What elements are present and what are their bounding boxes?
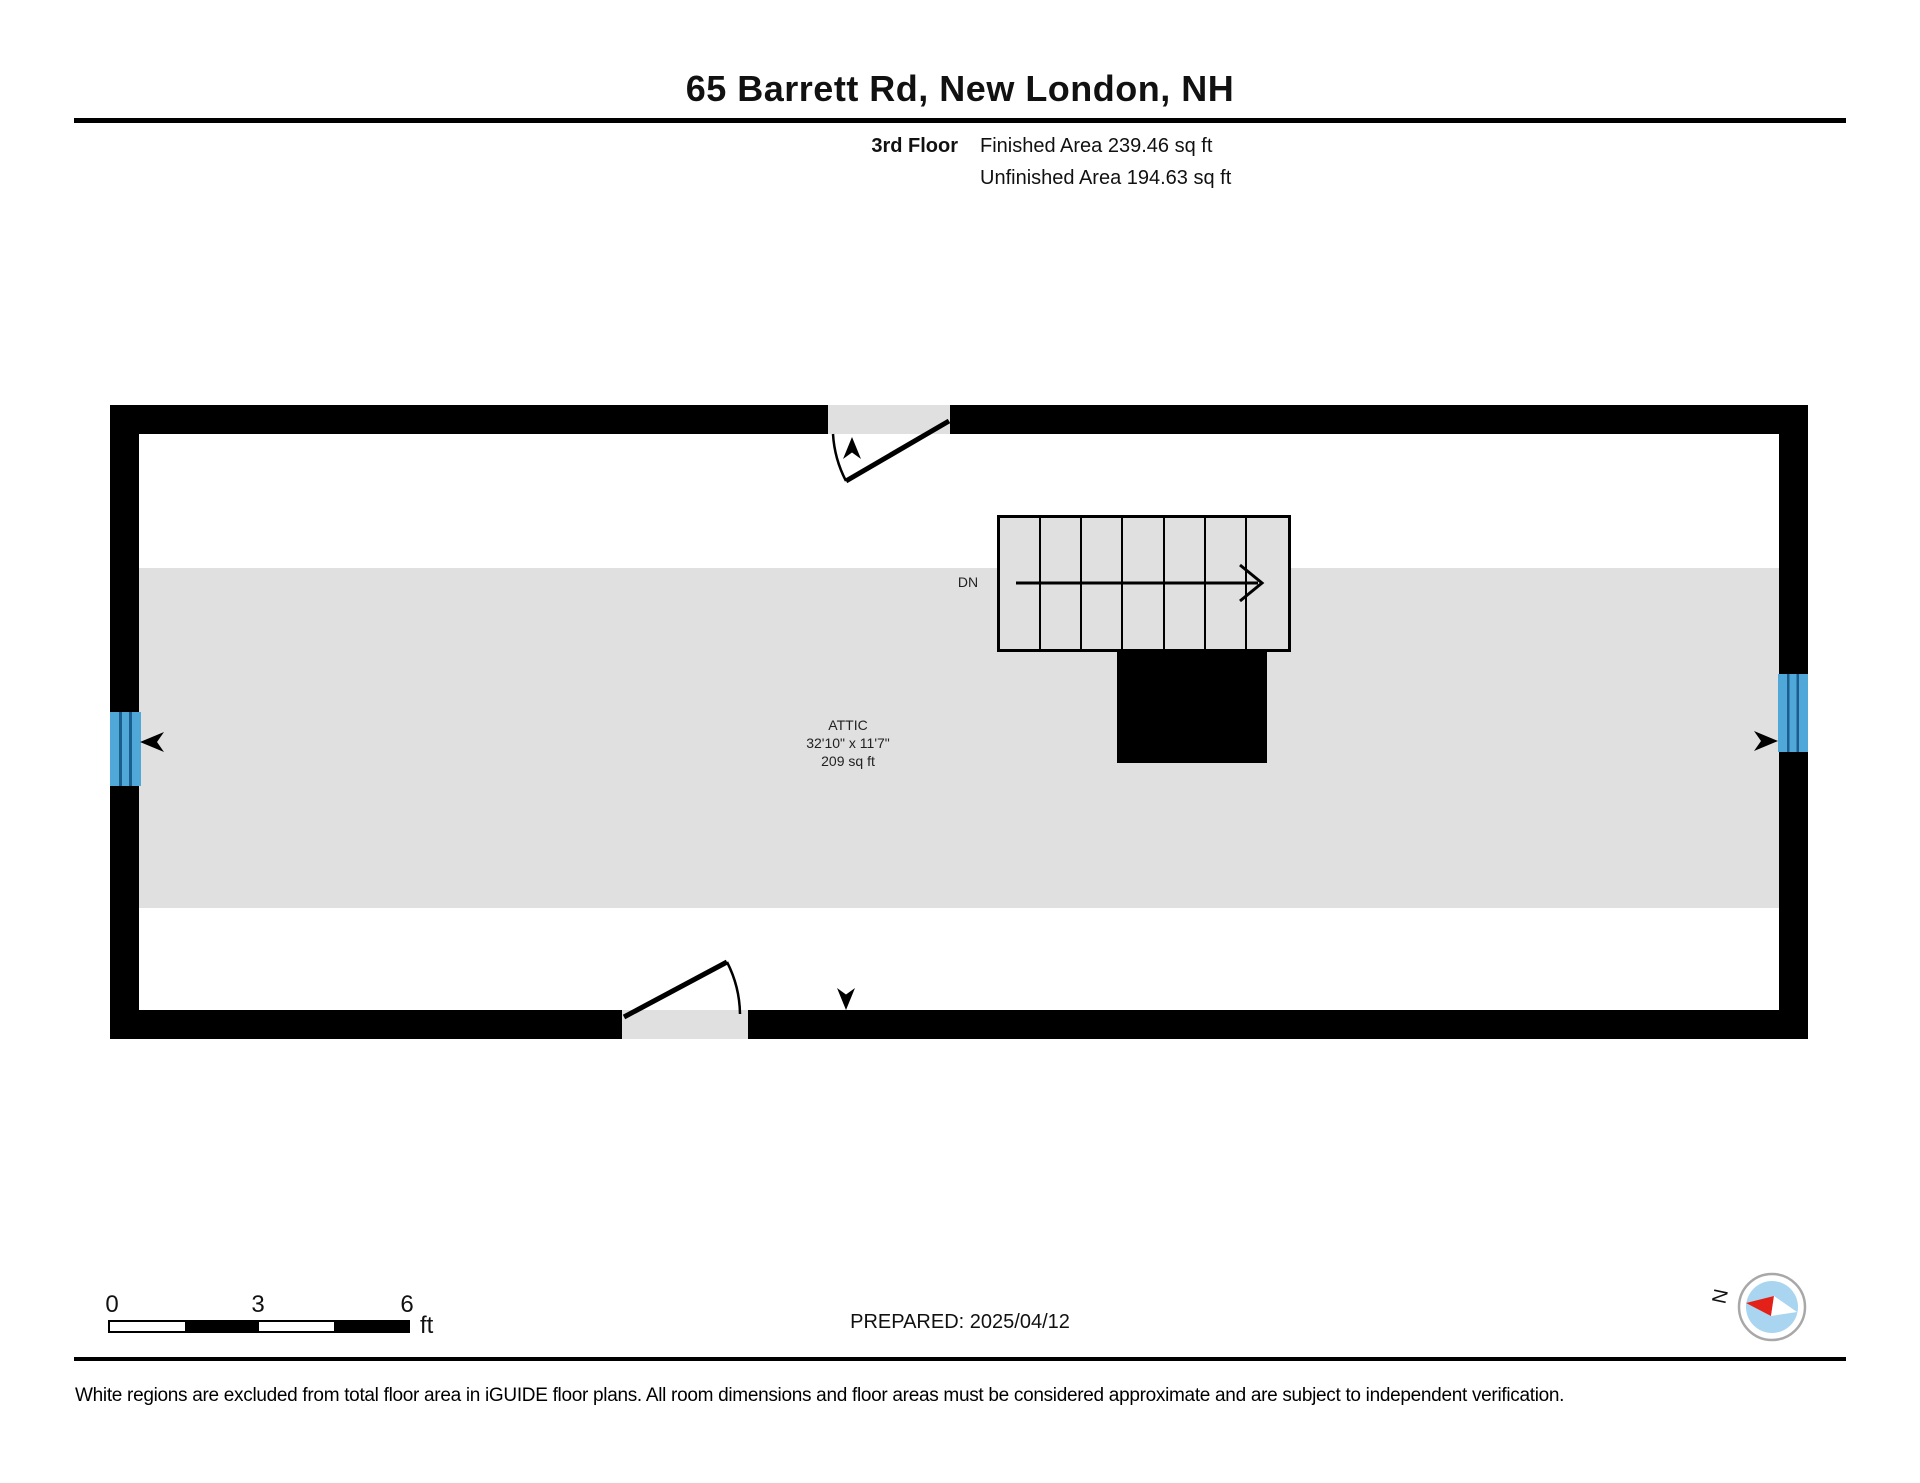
- room-name: ATTIC: [828, 717, 868, 733]
- compass-needle-south: [1771, 1296, 1797, 1316]
- scale-bar: [108, 1320, 410, 1333]
- finished-area-text: Finished Area 239.46 sq ft: [980, 135, 1213, 157]
- room-area: 209 sq ft: [821, 753, 875, 769]
- page-title: 65 Barrett Rd, New London, NH: [685, 68, 1235, 109]
- compass-needle-north: [1746, 1296, 1774, 1316]
- compass-icon: [1737, 1272, 1807, 1342]
- bottom-door-opening: [622, 1010, 748, 1039]
- stair-tread: [1082, 518, 1124, 649]
- header-divider: [74, 118, 1846, 123]
- stair-tread: [1206, 518, 1247, 649]
- stair-tread: [1123, 518, 1165, 649]
- scale-tick-0: 0: [105, 1291, 119, 1318]
- left-window: [110, 712, 141, 786]
- stairs-down-label: DN: [957, 574, 979, 590]
- scale-segment: [110, 1322, 185, 1331]
- stair-tread: [1041, 518, 1083, 649]
- scale-unit-label: ft: [420, 1312, 434, 1339]
- scale-segment: [184, 1322, 259, 1331]
- stair-tread: [1000, 518, 1042, 649]
- stair-tread: [1165, 518, 1206, 649]
- room-label-attic: ATTIC 32'10" x 11'7" 209 sq ft: [748, 716, 948, 770]
- right-window: [1778, 674, 1808, 752]
- stair-tread: [1247, 518, 1288, 649]
- scale-segment: [259, 1322, 334, 1331]
- top-door-opening: [828, 405, 950, 434]
- staircase: [997, 515, 1291, 652]
- scale-tick-3: 3: [251, 1291, 265, 1318]
- scale-segment: [333, 1322, 408, 1331]
- disclaimer-text: White regions are excluded from total fl…: [75, 1385, 1565, 1406]
- footer-divider: [74, 1357, 1846, 1361]
- prepared-date: PREPARED: 2025/04/12: [850, 1311, 1070, 1333]
- unfinished-area-text: Unfinished Area 194.63 sq ft: [980, 167, 1232, 189]
- stairwell-void: [1117, 651, 1267, 763]
- floor-name-label: 3rd Floor: [871, 135, 958, 157]
- room-dimensions: 32'10" x 11'7": [806, 735, 890, 751]
- attic-finished-region: [139, 568, 1779, 908]
- scale-tick-6: 6: [400, 1291, 414, 1318]
